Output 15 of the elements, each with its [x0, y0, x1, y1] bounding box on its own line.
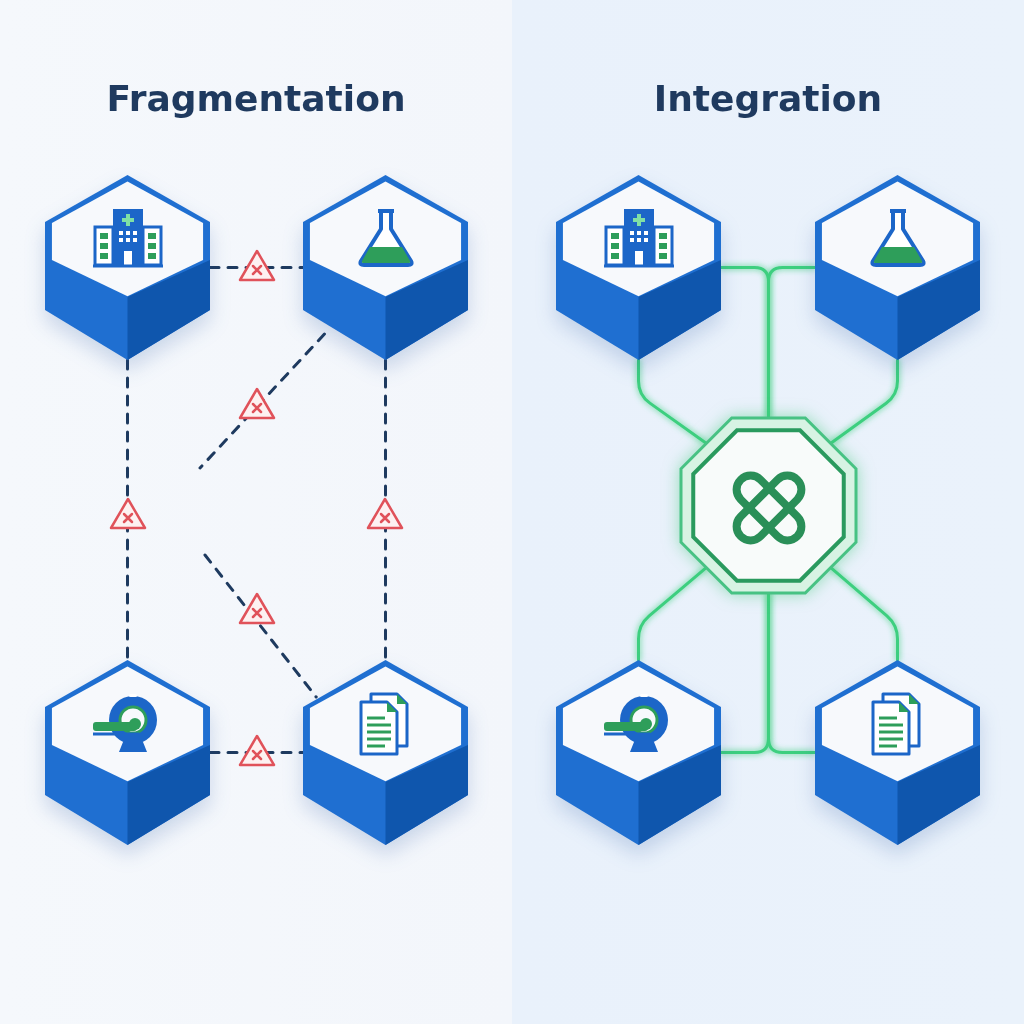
hexagon-node	[815, 660, 980, 845]
section-heading: Fragmentation	[105, 78, 407, 119]
hexagon-node	[303, 175, 468, 360]
dashed-connector	[203, 553, 318, 699]
hexagon-node	[556, 660, 721, 845]
connector-line	[637, 565, 709, 662]
hexagon-node	[815, 175, 980, 360]
dashed-connector	[198, 332, 326, 470]
hexagon-node	[45, 660, 210, 845]
connector-line	[767, 266, 817, 420]
hexagon-node	[556, 175, 721, 360]
section-heading: Integration	[652, 78, 884, 119]
hexagon-node	[45, 175, 210, 360]
hexagon-node	[303, 660, 468, 845]
octagon-hub	[681, 418, 856, 593]
